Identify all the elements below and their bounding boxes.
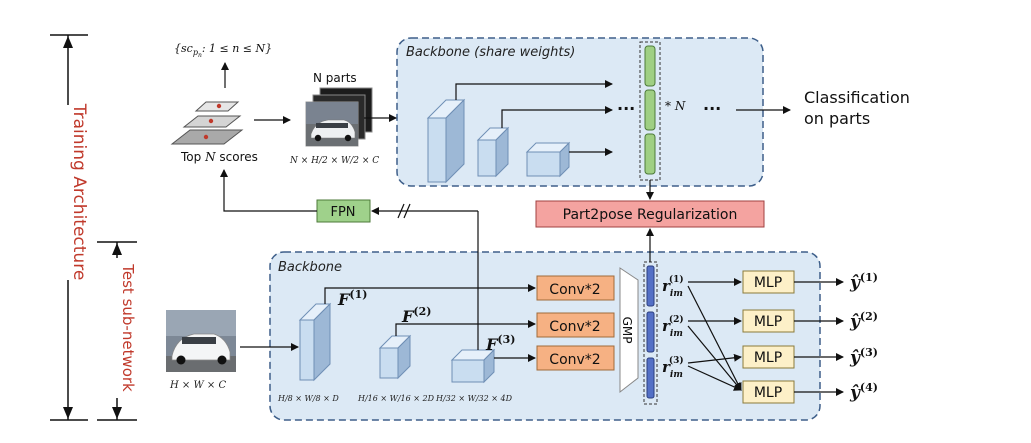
gmp-trapezoid xyxy=(619,267,639,394)
conv-label-1: Conv*2 xyxy=(549,282,600,298)
top-dots-right: ··· xyxy=(703,99,721,118)
bottom-cube-1 xyxy=(298,302,332,382)
svg-text:{scpn: 1 ≤ n ≤ N}: {scpn: 1 ≤ n ≤ N} xyxy=(174,42,272,59)
top-arrow-1 xyxy=(455,80,613,100)
times-n-label: * N xyxy=(665,99,686,113)
top-n-scores-label: Top N scores xyxy=(180,150,258,164)
f2-to-conv-arrow xyxy=(395,320,536,336)
top-cube-1 xyxy=(426,98,466,184)
part-feature-bar-3 xyxy=(644,133,656,175)
sc-set-formula: {scpn: 1 ≤ n ≤ N} xyxy=(174,42,272,59)
r3-to-mlp3-arrow xyxy=(687,353,742,364)
dim-1-label: H/8 × W/8 × D xyxy=(277,394,339,403)
cut-mark-1 xyxy=(397,203,405,219)
feature-2-label: F(2) xyxy=(401,305,431,326)
top-cube-2 xyxy=(476,126,510,178)
score-pyramid-icon xyxy=(170,101,244,145)
classification-line-2: on parts xyxy=(804,109,870,128)
n-parts-label: N parts xyxy=(313,71,357,85)
input-dim-label: H × W × C xyxy=(169,380,226,391)
mlp-label-4: MLP xyxy=(754,385,782,401)
part-feature-bar-2 xyxy=(644,89,656,131)
training-architecture-label: Training Architecture xyxy=(69,103,89,281)
bottom-cube-3 xyxy=(450,348,496,384)
classification-line-1: Classification xyxy=(804,88,910,107)
top-cube-3 xyxy=(525,141,571,178)
r-im-1-label: rim(1) xyxy=(662,274,684,299)
r2-to-mlp4-arrow xyxy=(687,325,742,391)
r3-to-mlp4-arrow xyxy=(687,365,742,391)
fpn-label: FPN xyxy=(330,205,355,220)
conv-box-3 xyxy=(536,345,615,371)
part2pose-label: Part2pose Regularization xyxy=(563,207,738,223)
bottom-cube-2 xyxy=(378,334,412,380)
conv-label-2: Conv*2 xyxy=(549,319,600,335)
mlp-label-3: MLP xyxy=(754,350,782,366)
dim-2-label: H/16 × W/16 × 2D xyxy=(357,394,435,403)
embedding-bar-2 xyxy=(646,311,655,353)
feature-1-label: F(1) xyxy=(337,288,367,309)
conv-box-1 xyxy=(536,275,615,301)
cut-mark-2 xyxy=(403,203,411,219)
y-hat-1-label: ŷ(1) xyxy=(849,271,878,293)
r1-to-mlp4-arrow xyxy=(687,285,742,391)
f1-to-conv-arrow xyxy=(324,284,536,304)
top-dots-left: ··· xyxy=(617,99,635,118)
test-subnetwork-label: Test sub-network xyxy=(119,263,137,392)
part-feature-bar-1 xyxy=(644,45,656,87)
backbone-title: Backbone xyxy=(278,260,342,275)
conv-box-2 xyxy=(536,312,615,338)
part2pose-box xyxy=(535,200,765,228)
y-hat-3-label: ŷ(3) xyxy=(849,346,878,368)
backbone-shared-title: Backbone (share weights) xyxy=(406,45,575,60)
parts-dim-label: N × H/2 × W/2 × C xyxy=(289,156,379,166)
dim-3-label: H/32 × W/32 × 4D xyxy=(435,394,513,403)
mlp-label-1: MLP xyxy=(754,275,782,291)
input-car-image xyxy=(166,310,236,372)
y-hat-2-label: ŷ(2) xyxy=(849,310,878,332)
y-hat-4-label: ŷ(4) xyxy=(849,381,878,403)
embedding-bar-1 xyxy=(646,265,655,307)
conv-label-3: Conv*2 xyxy=(549,352,600,368)
embedding-bar-3 xyxy=(646,357,655,399)
fpn-to-pyramid-arrow xyxy=(220,169,317,212)
mlp-label-2: MLP xyxy=(754,314,782,330)
gmp-label: GMP xyxy=(620,317,634,344)
feature-3-label: F(3) xyxy=(485,333,515,354)
top-arrow-2 xyxy=(501,106,613,128)
r-im-2-label: rim(2) xyxy=(662,314,684,339)
r-im-3-label: rim(3) xyxy=(662,355,684,380)
n-parts-image-stack xyxy=(305,87,373,147)
